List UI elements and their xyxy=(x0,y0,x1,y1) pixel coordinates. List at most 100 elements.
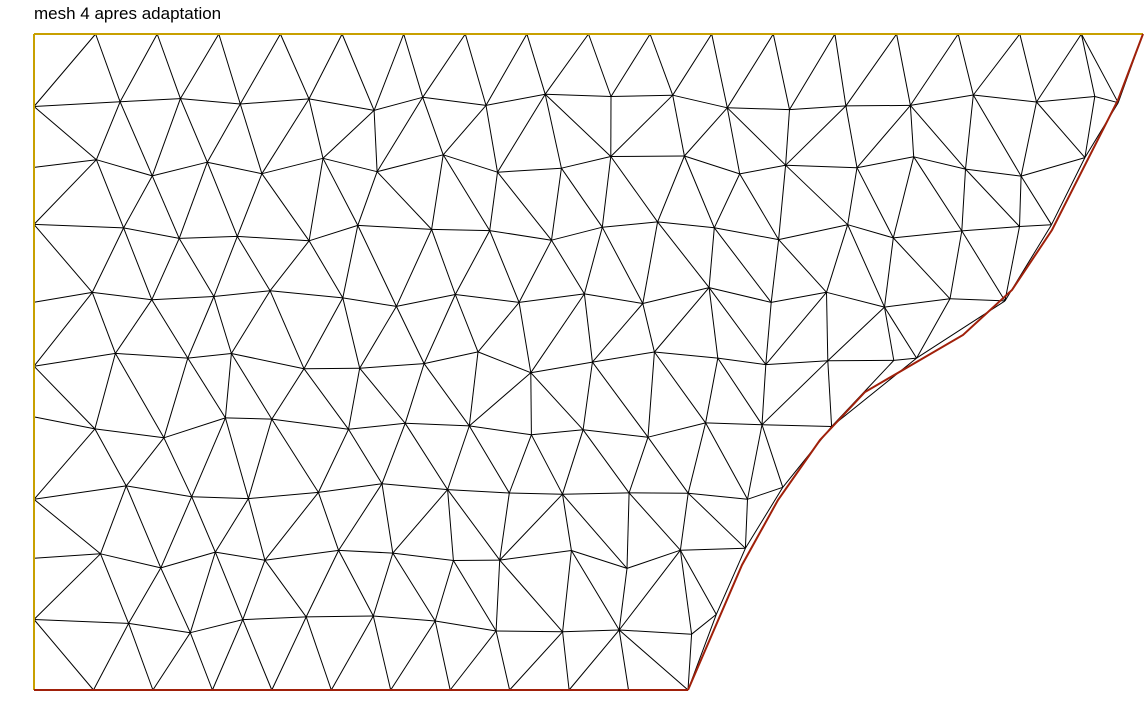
mesh-edge xyxy=(376,171,432,230)
mesh-edge xyxy=(271,616,307,691)
mesh-edge xyxy=(560,167,603,228)
mesh-edge xyxy=(856,105,911,169)
mesh-edge xyxy=(178,162,208,239)
mesh-edge xyxy=(180,98,241,105)
mesh-edge xyxy=(847,224,894,239)
mesh-edge xyxy=(242,560,266,620)
mesh-edge xyxy=(163,357,189,438)
mesh-edge xyxy=(949,298,1006,302)
mesh-edge xyxy=(422,33,466,98)
mesh-edge xyxy=(571,550,628,569)
mesh-edge xyxy=(708,287,767,365)
mesh-edge xyxy=(469,425,532,436)
mesh-edge xyxy=(562,631,570,691)
mesh-edge xyxy=(1036,96,1095,103)
mesh-edge xyxy=(271,368,305,420)
mesh-edge xyxy=(518,239,552,303)
mesh-edge xyxy=(892,156,915,239)
mesh-edge xyxy=(395,306,425,364)
mesh-edge xyxy=(765,291,827,365)
mesh-edge xyxy=(341,33,375,111)
mesh-edge xyxy=(789,33,836,110)
mesh-edge xyxy=(33,365,96,430)
mesh-edge xyxy=(588,33,612,97)
mesh-edge xyxy=(308,98,375,111)
mesh-edge xyxy=(691,614,717,635)
mesh-edge xyxy=(423,294,456,364)
mesh-edge xyxy=(318,483,383,493)
mesh-edge xyxy=(279,33,310,100)
mesh-edge xyxy=(392,552,436,622)
mesh-edge xyxy=(965,168,1022,177)
mesh-edge xyxy=(452,560,497,632)
mesh-edge xyxy=(1084,96,1096,158)
mesh-edge xyxy=(610,94,674,157)
mesh-edge xyxy=(100,553,130,624)
mesh-edge xyxy=(33,223,124,229)
mesh-edge xyxy=(376,154,444,173)
mesh-edge xyxy=(610,156,659,223)
mesh-edge xyxy=(264,492,319,561)
mesh-edge xyxy=(191,417,226,497)
mesh-edge xyxy=(717,357,763,425)
mesh-edge xyxy=(239,103,263,174)
mesh-edge xyxy=(649,33,674,96)
mesh-edge xyxy=(305,616,332,691)
mesh-edge xyxy=(224,353,232,418)
mesh-edge xyxy=(163,437,193,497)
mesh-edge xyxy=(33,498,101,555)
mesh-edge xyxy=(684,155,740,175)
mesh-edge xyxy=(531,429,584,436)
mesh-edge xyxy=(679,550,693,635)
mesh-edge xyxy=(602,221,658,228)
mesh-edge xyxy=(119,33,158,103)
mesh-edge xyxy=(896,33,911,106)
mesh-edge xyxy=(687,422,707,494)
mesh-edge xyxy=(591,361,649,438)
mesh-edge xyxy=(826,291,885,308)
mesh-edge xyxy=(443,154,498,173)
mesh-edge xyxy=(495,560,501,632)
mesh-edge xyxy=(1051,157,1086,225)
mesh-edge xyxy=(33,159,97,225)
mesh-edge xyxy=(119,101,153,177)
mesh-edge xyxy=(434,560,454,622)
mesh-edge xyxy=(303,367,360,370)
mesh-edge xyxy=(240,98,310,105)
mesh-edge xyxy=(1020,175,1052,225)
mesh-edge xyxy=(705,422,748,500)
mesh-edge xyxy=(601,226,644,304)
mesh-edge xyxy=(237,235,310,242)
mesh-edge xyxy=(464,33,487,106)
mesh-edge xyxy=(305,550,340,618)
mesh-edge xyxy=(744,487,784,549)
mesh-edge xyxy=(431,228,490,232)
mesh-edge xyxy=(765,360,828,366)
mesh-edge xyxy=(123,227,180,239)
mesh-edge xyxy=(705,422,763,426)
mesh-edge xyxy=(94,353,116,430)
mesh-edge xyxy=(856,167,894,239)
mesh-edge xyxy=(322,157,378,173)
mesh-edge xyxy=(562,550,572,632)
mesh-edge xyxy=(151,299,189,359)
mesh-edge xyxy=(151,175,180,239)
mesh-edge xyxy=(489,172,498,231)
mesh-edge xyxy=(357,225,397,307)
mesh-edge xyxy=(582,362,593,430)
mesh-edge xyxy=(423,351,479,365)
mesh-edge xyxy=(884,307,895,361)
mesh-edge xyxy=(610,94,673,97)
mesh-edge xyxy=(477,351,531,374)
mesh-edge xyxy=(92,291,152,301)
mesh-edge xyxy=(726,107,786,166)
mesh-edge xyxy=(33,291,93,303)
mesh-edge xyxy=(33,553,101,559)
mesh-edge xyxy=(215,551,265,561)
mesh-edge xyxy=(308,224,358,242)
mesh-edge xyxy=(717,357,766,366)
mesh-edge xyxy=(551,226,603,241)
mesh-edge xyxy=(94,428,164,439)
mesh-edge xyxy=(269,240,310,292)
mesh-edge xyxy=(551,239,585,295)
